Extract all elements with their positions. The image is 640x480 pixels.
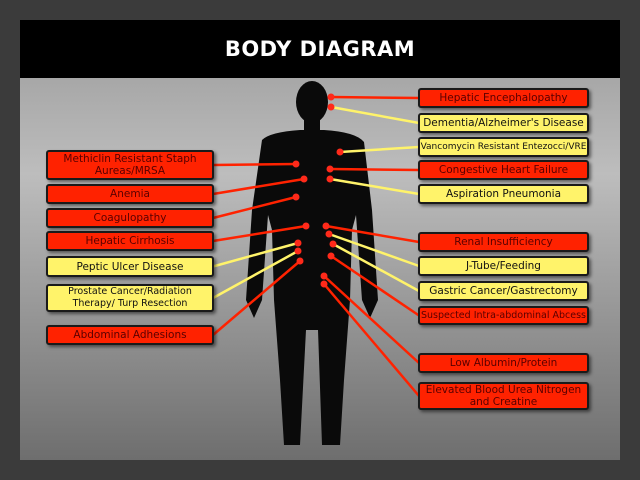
label-chf: Congestive Heart Failure	[418, 160, 589, 180]
label-low-albumin: Low Albumin/Protein	[418, 353, 589, 373]
label-hepatic-cirrhosis: Hepatic Cirrhosis	[46, 231, 214, 251]
marker-dot	[322, 222, 330, 230]
marker-dot	[294, 247, 302, 255]
label-mrsa: Methiclin Resistant Staph Aureas/MRSA	[46, 150, 214, 180]
page-title: BODY DIAGRAM	[224, 37, 416, 61]
marker-dot	[327, 93, 335, 101]
label-elevated-bun: Elevated Blood Urea Nitrogen and Creatin…	[418, 382, 589, 410]
marker-dot	[292, 160, 300, 168]
connector-line	[330, 254, 420, 317]
connector-line	[330, 95, 420, 100]
connector-line	[212, 195, 297, 220]
marker-dot	[294, 239, 302, 247]
marker-dot	[327, 252, 335, 260]
marker-dots	[292, 93, 344, 288]
label-prostate-cancer: Prostate Cancer/Radiation Therapy/ Turp …	[46, 284, 214, 312]
marker-dot	[300, 175, 308, 183]
connector-line	[329, 177, 420, 196]
connector-line	[329, 167, 420, 172]
connector-line	[323, 275, 420, 364]
label-gastric-cancer: Gastric Cancer/Gastrectomy	[418, 281, 589, 301]
connector-line	[212, 249, 299, 300]
label-abcess: Suspected Intra-abdominal Abcess	[418, 306, 589, 325]
marker-dot	[296, 257, 304, 265]
connector-line	[212, 224, 307, 243]
marker-dot	[320, 280, 328, 288]
connector-line	[212, 162, 297, 167]
marker-dot	[292, 193, 300, 201]
connector-line	[212, 260, 301, 336]
connector-line	[330, 105, 420, 125]
marker-dot	[327, 103, 335, 111]
connector-line	[339, 145, 420, 154]
label-anemia: Anemia	[46, 184, 214, 204]
label-j-tube: J-Tube/Feeding	[418, 256, 589, 276]
human-silhouette	[246, 81, 378, 445]
label-aspiration-pneumonia: Aspiration Pneumonia	[418, 184, 589, 204]
label-vre: Vancomycin Resistant Entezocci/VRE	[418, 137, 589, 157]
label-abdominal-adhesions: Abdominal Adhesions	[46, 325, 214, 345]
marker-dot	[326, 165, 334, 173]
connector-line	[212, 241, 299, 268]
connector-line	[323, 283, 420, 397]
connector-line	[328, 232, 420, 268]
marker-dot	[302, 222, 310, 230]
label-coagulopathy: Coagulopathy	[46, 208, 214, 228]
connector-lines	[212, 95, 420, 397]
label-dementia: Dementia/Alzheimer's Disease	[418, 113, 589, 133]
title-bar: BODY DIAGRAM	[20, 20, 620, 78]
marker-dot	[336, 148, 344, 156]
label-hepatic-encephalopathy: Hepatic Encephalopathy	[418, 88, 589, 108]
connector-line	[332, 242, 420, 293]
connector-line	[212, 177, 305, 196]
marker-dot	[326, 175, 334, 183]
marker-dot	[320, 272, 328, 280]
label-renal-insufficiency: Renal Insufficiency	[418, 232, 589, 252]
connector-line	[325, 224, 420, 244]
label-peptic-ulcer: Peptic Ulcer Disease	[46, 256, 214, 277]
marker-dot	[329, 240, 337, 248]
marker-dot	[325, 230, 333, 238]
